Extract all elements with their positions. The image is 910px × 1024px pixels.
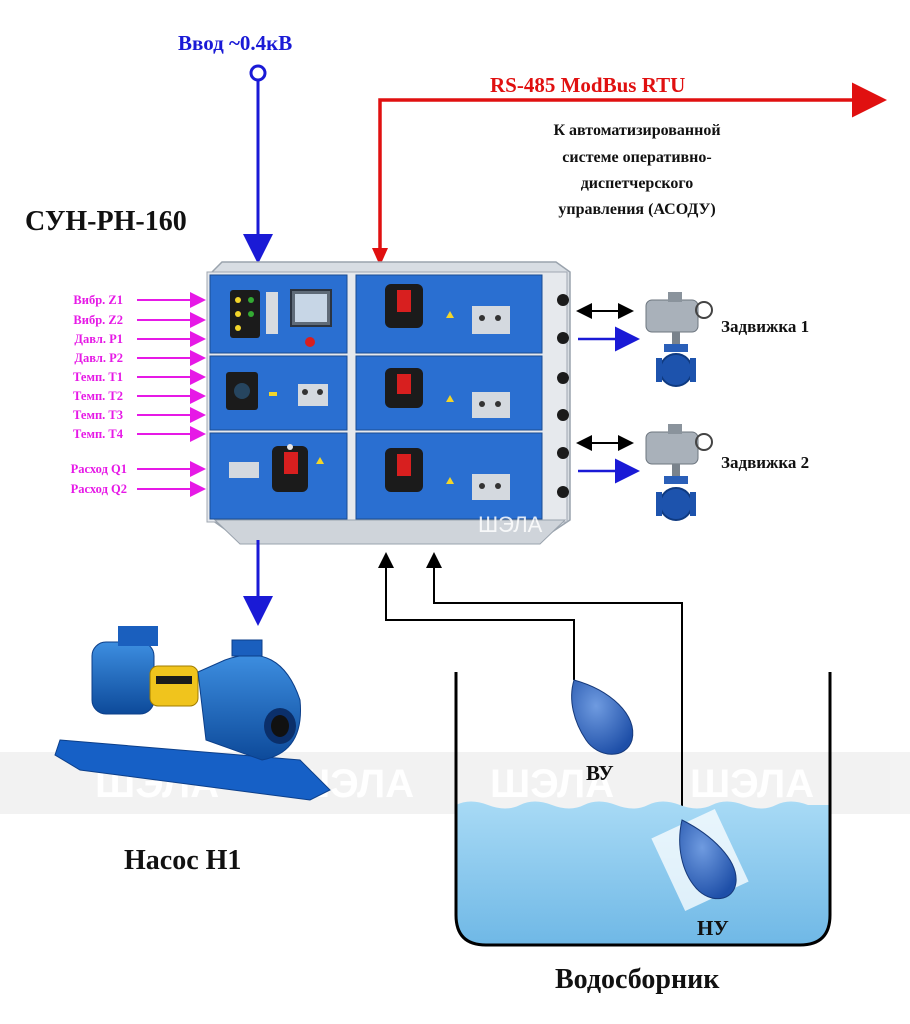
bus-down-arrowhead bbox=[372, 248, 388, 266]
watermark-text: ШЭЛА bbox=[490, 762, 614, 806]
cabinet-title: СУН-РН-160 bbox=[25, 206, 187, 237]
pump-h1 bbox=[54, 626, 331, 801]
sensor-label: Темп. T1 bbox=[73, 370, 123, 384]
valve-2 bbox=[645, 424, 713, 521]
bus-line bbox=[378, 82, 887, 258]
breaker-top bbox=[385, 284, 510, 334]
control-cabinet: ШЭЛА bbox=[206, 261, 571, 545]
valve-1-label: Задвижка 1 bbox=[721, 317, 809, 336]
input-terminal bbox=[249, 64, 267, 82]
sensor-label: Расход Q1 bbox=[71, 462, 127, 476]
lower-float-wire bbox=[426, 552, 683, 820]
upper-float bbox=[571, 679, 634, 755]
pump-label: Насос Н1 bbox=[124, 845, 241, 876]
tank-label: Водосборник bbox=[555, 964, 720, 995]
sensor-inputs: Вибр. Z1 Вибр. Z2 Давл. P1 Давл. P2 Темп… bbox=[71, 292, 206, 497]
asodu-line-4: управления (АСОДУ) bbox=[558, 201, 715, 218]
cabinet-panel-right-mid bbox=[355, 355, 543, 431]
valve-1 bbox=[645, 292, 713, 387]
bus-label: RS-485 ModBus RTU bbox=[490, 73, 685, 97]
breaker-bottom bbox=[385, 448, 510, 500]
emergency-stop-icon bbox=[305, 337, 315, 347]
watermark-text: ШЭЛА bbox=[690, 762, 814, 806]
valve-2-label: Задвижка 2 bbox=[721, 453, 809, 472]
water-tank bbox=[454, 672, 832, 947]
sensor-label: Темп. T3 bbox=[73, 408, 123, 422]
valve-2-links bbox=[576, 435, 640, 484]
upper-float-wire bbox=[378, 552, 575, 680]
breaker-mid bbox=[385, 368, 510, 418]
valve-1-links bbox=[576, 303, 640, 352]
sensor-label: Вибр. Z1 bbox=[73, 293, 123, 307]
input-label: Ввод ~0.4кВ bbox=[178, 31, 292, 55]
sensor-label: Давл. P2 bbox=[74, 351, 123, 365]
cabinet-panel-right-bottom bbox=[355, 432, 543, 520]
asodu-line-1: К автоматизированной bbox=[553, 122, 720, 139]
sensor-label: Расход Q2 bbox=[71, 482, 127, 496]
asodu-text: К автоматизированной системе оперативно-… bbox=[553, 122, 720, 218]
sensor-label: Темп. T2 bbox=[73, 389, 123, 403]
lower-float bbox=[651, 808, 749, 912]
sensor-label: Темп. T4 bbox=[73, 427, 124, 441]
lower-level-label: НУ bbox=[697, 916, 729, 940]
asodu-line-3: диспетчерского bbox=[581, 175, 694, 192]
asodu-line-2: системе оперативно- bbox=[562, 149, 711, 166]
sensor-label: Давл. P1 bbox=[74, 332, 123, 346]
cabinet-watermark: ШЭЛА bbox=[478, 512, 543, 537]
sensor-label: Вибр. Z2 bbox=[73, 313, 123, 327]
upper-level-label: ВУ bbox=[586, 761, 614, 785]
